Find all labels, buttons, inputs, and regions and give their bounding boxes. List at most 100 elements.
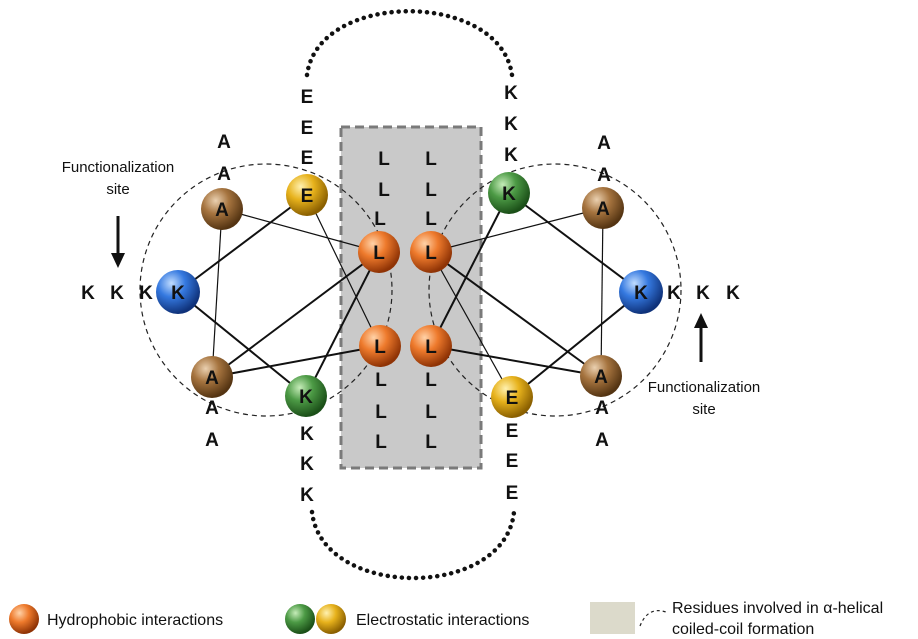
left-a-top-stack: A A <box>217 132 231 185</box>
residue-letter: K <box>300 485 314 506</box>
residue-letter: A <box>597 133 611 154</box>
residue-letter: A <box>217 132 231 153</box>
ball-leucine: L <box>358 231 400 273</box>
residue-letter: K <box>504 145 518 166</box>
svg-text:K: K <box>634 283 648 304</box>
ball-glutamate: E <box>286 174 328 216</box>
ball-alanine: A <box>201 188 243 230</box>
legend-core-box-swatch <box>590 602 635 634</box>
residue-letter: E <box>506 451 519 472</box>
residue-letter: L <box>378 180 390 201</box>
ball-glutamate: E <box>491 376 533 418</box>
residue-letter: L <box>425 149 437 170</box>
svg-text:E: E <box>506 388 519 409</box>
residue-letter: E <box>506 421 519 442</box>
residue-letter: L <box>425 370 437 391</box>
ball-alanine: A <box>582 187 624 229</box>
residue-letter: K <box>504 114 518 135</box>
ball-leucine: L <box>410 325 452 367</box>
residue-letter: E <box>301 118 314 139</box>
svg-text:Functionalization: Functionalization <box>648 379 761 396</box>
legend-residues-label-line2: coiled-coil formation <box>672 621 814 638</box>
svg-text:L: L <box>425 243 437 264</box>
legend: Hydrophobic interactions Electrostatic i… <box>9 600 883 638</box>
svg-text:L: L <box>373 243 385 264</box>
legend-electrostatic-label: Electrostatic interactions <box>356 612 529 629</box>
left-k-row: K K K <box>81 283 153 304</box>
left-helix-outline-circle <box>139 163 393 417</box>
residue-letter: A <box>205 398 219 419</box>
legend-dashed-arc-icon <box>639 610 667 627</box>
residue-letter: K <box>110 283 124 304</box>
residue-letter: K <box>726 283 740 304</box>
ball-lysine-green: K <box>285 375 327 417</box>
ball-lysine-blue: K <box>156 270 200 314</box>
residue-letter: E <box>301 87 314 108</box>
svg-text:A: A <box>215 200 229 221</box>
right-helix-lines <box>430 192 642 398</box>
svg-text:L: L <box>374 337 386 358</box>
residue-letter: K <box>81 283 95 304</box>
right-k-row: K K K <box>667 283 740 304</box>
residue-letter: K <box>504 83 518 104</box>
core-right-bottom-stack: L L L <box>425 370 437 453</box>
residue-letter: K <box>139 283 153 304</box>
svg-text:K: K <box>299 387 313 408</box>
core-right-top-stack: L L L <box>425 149 437 230</box>
residue-letter: L <box>425 180 437 201</box>
ball-lysine-green: K <box>488 172 530 214</box>
down-arrow-icon <box>111 216 125 268</box>
left-e-stack: E E E <box>301 87 314 169</box>
residue-letter: L <box>374 209 386 230</box>
residue-letter: K <box>300 454 314 475</box>
legend-electrostatic-balls <box>285 604 346 634</box>
residue-letter: A <box>217 164 231 185</box>
functionalization-site-right: Functionalization site <box>648 313 761 418</box>
residue-letter: E <box>301 148 314 169</box>
left-helix-balls: A E L K L A K <box>156 174 401 417</box>
residue-letter: L <box>378 149 390 170</box>
right-helix-outline-circle <box>428 163 682 417</box>
residue-letter: K <box>696 283 710 304</box>
functionalization-site-left: Functionalization site <box>62 159 175 268</box>
bottom-dotted-arc <box>309 509 517 581</box>
left-k-stack: K K K <box>300 424 314 506</box>
residue-letter: L <box>425 432 437 453</box>
residue-letter: L <box>375 432 387 453</box>
residue-letter: L <box>425 209 437 230</box>
residue-letter: A <box>205 430 219 451</box>
ball-leucine: L <box>410 231 452 273</box>
svg-text:A: A <box>596 199 610 220</box>
legend-hydrophobic-label: Hydrophobic interactions <box>47 612 223 629</box>
residue-letter: L <box>375 402 387 423</box>
ball-alanine: A <box>191 356 233 398</box>
svg-text:site: site <box>692 401 715 418</box>
legend-hydrophobic-ball <box>9 604 39 634</box>
residue-letter: A <box>595 430 609 451</box>
svg-text:K: K <box>502 184 516 205</box>
right-a-bottom-stack: A A <box>595 398 609 451</box>
residue-letter: L <box>375 370 387 391</box>
residue-letter: A <box>597 165 611 186</box>
core-left-bottom-stack: L L L <box>375 370 387 453</box>
right-k-stack: K K K <box>504 83 518 166</box>
ball-lysine-blue: K <box>619 270 663 314</box>
core-left-top-stack: L L L <box>374 149 390 230</box>
svg-text:A: A <box>594 367 608 388</box>
svg-text:site: site <box>106 181 129 198</box>
svg-text:Functionalization: Functionalization <box>62 159 175 176</box>
ball-alanine: A <box>580 355 622 397</box>
residue-letter: A <box>595 398 609 419</box>
residue-letter: E <box>506 483 519 504</box>
svg-text:E: E <box>301 186 314 207</box>
svg-text:A: A <box>205 368 219 389</box>
top-dotted-arc <box>304 9 515 78</box>
residue-letter: K <box>667 283 681 304</box>
right-helix-balls: K A L K L A E <box>410 172 663 418</box>
hydrophobic-core-box <box>339 125 483 470</box>
svg-text:K: K <box>171 283 185 304</box>
up-arrow-icon <box>694 313 708 362</box>
residue-letter: L <box>425 402 437 423</box>
legend-residues-label-line1: Residues involved in α-helical <box>672 600 883 617</box>
